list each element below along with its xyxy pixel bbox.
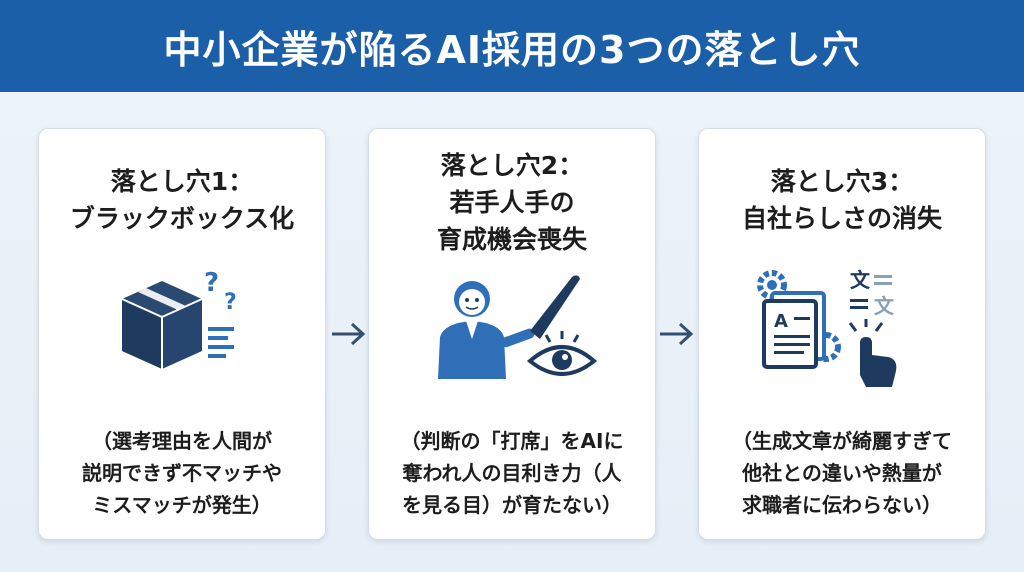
card-description: （生成文章が綺麗すぎて 他社との違いや熱量が 求職者に伝わらない）	[713, 425, 971, 521]
letter-a-glyph: A	[774, 311, 788, 332]
card-title: 落とし穴3： 自社らしさの消失	[699, 163, 985, 237]
card-desc-line: ミスマッチが発生）	[92, 493, 272, 517]
card-desc-line: （選考理由を人間が	[92, 429, 272, 453]
card-title: 落とし穴2： 若手人手の 育成機会喪失	[369, 147, 655, 258]
pitfall-card-2: 落とし穴2： 若手人手の 育成機会喪失 （判断の「打席」をAIに 奪われ	[368, 128, 656, 540]
card-desc-line: （判断の「打席」をAIに	[400, 429, 624, 453]
black-box-icon: ? ?	[39, 259, 325, 389]
arrow-right-icon	[658, 318, 694, 350]
pitfall-card-3: 落とし穴3： 自社らしさの消失 A 文 文	[698, 128, 986, 540]
card-desc-line: 説明できず不マッチや	[82, 461, 282, 485]
card-desc-line: 求職者に伝わらない）	[742, 493, 942, 517]
kanji-glyph: 文	[874, 294, 895, 318]
svg-text:?: ?	[224, 290, 237, 315]
documents-translate-icon: A 文 文	[699, 263, 985, 393]
card-title-line: 落とし穴1：	[110, 167, 254, 196]
card-desc-line: （生成文章が綺麗すぎて	[732, 429, 952, 453]
card-title-line: ブラックボックス化	[69, 204, 295, 233]
card-title-line: 落とし穴2：	[440, 151, 584, 180]
card-description: （選考理由を人間が 説明できず不マッチや ミスマッチが発生）	[53, 425, 311, 521]
card-title-line: 若手人手の	[449, 188, 575, 217]
card-title-line: 自社らしさの消失	[741, 204, 942, 233]
svg-text:?: ?	[204, 268, 219, 298]
card-title-line: 育成機会喪失	[436, 225, 587, 254]
pitfall-card-1: 落とし穴1： ブラックボックス化 ? ? （選考理由を人間が 説明できず不マッチ…	[38, 128, 326, 540]
kanji-glyph: 文	[850, 268, 871, 292]
page-title: 中小企業が陥るAI採用の3つの落とし穴	[163, 27, 861, 72]
card-title: 落とし穴1： ブラックボックス化	[39, 163, 325, 237]
mentor-eye-icon	[369, 269, 655, 399]
card-title-line: 落とし穴3：	[770, 167, 914, 196]
card-desc-line: を見る目）が育たない）	[402, 493, 622, 517]
header-banner: 中小企業が陥るAI採用の3つの落とし穴	[0, 0, 1024, 92]
arrow-right-icon	[330, 318, 366, 350]
card-desc-line: 他社との違いや熱量が	[742, 461, 942, 485]
card-description: （判断の「打席」をAIに 奪われ人の目利き力（人 を見る目）が育たない）	[383, 425, 641, 521]
card-desc-line: 奪われ人の目利き力（人	[402, 461, 622, 485]
